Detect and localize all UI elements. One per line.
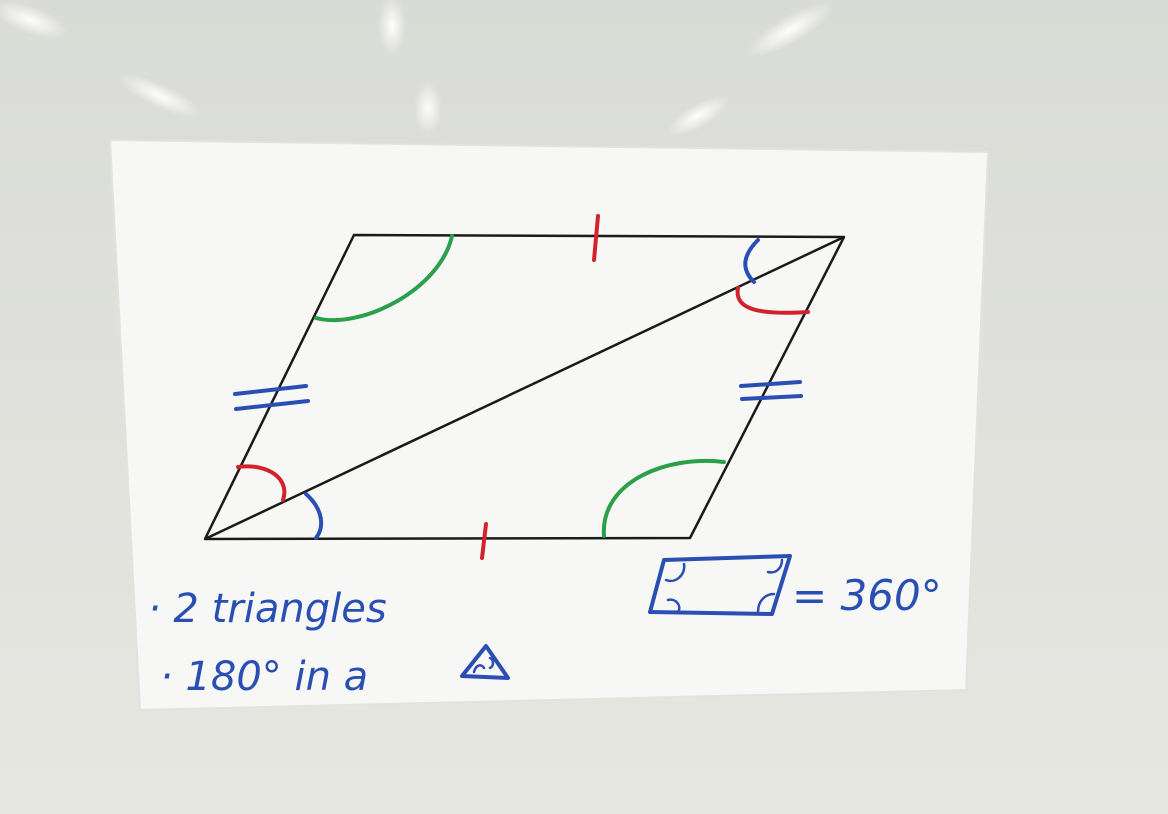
note-180-in-a: · 180° in a bbox=[160, 654, 368, 700]
angle-arc-red-left bbox=[236, 464, 287, 502]
angle-arc-green-bottom bbox=[601, 458, 726, 538]
note-two-triangles: · 2 triangles bbox=[148, 586, 387, 632]
note-equals-360: = 360° bbox=[792, 571, 942, 620]
parallelogram-symbol-icon bbox=[648, 554, 792, 616]
angle-arc-green-top bbox=[314, 234, 454, 323]
side-tick-marks-blue bbox=[233, 380, 803, 411]
side-tick-marks-red bbox=[480, 214, 600, 560]
triangle-symbol-icon bbox=[460, 644, 510, 680]
angle-arc-blue-left bbox=[304, 492, 324, 540]
angle-arc-red-right bbox=[735, 286, 810, 315]
angle-arc-blue-right bbox=[743, 238, 760, 284]
